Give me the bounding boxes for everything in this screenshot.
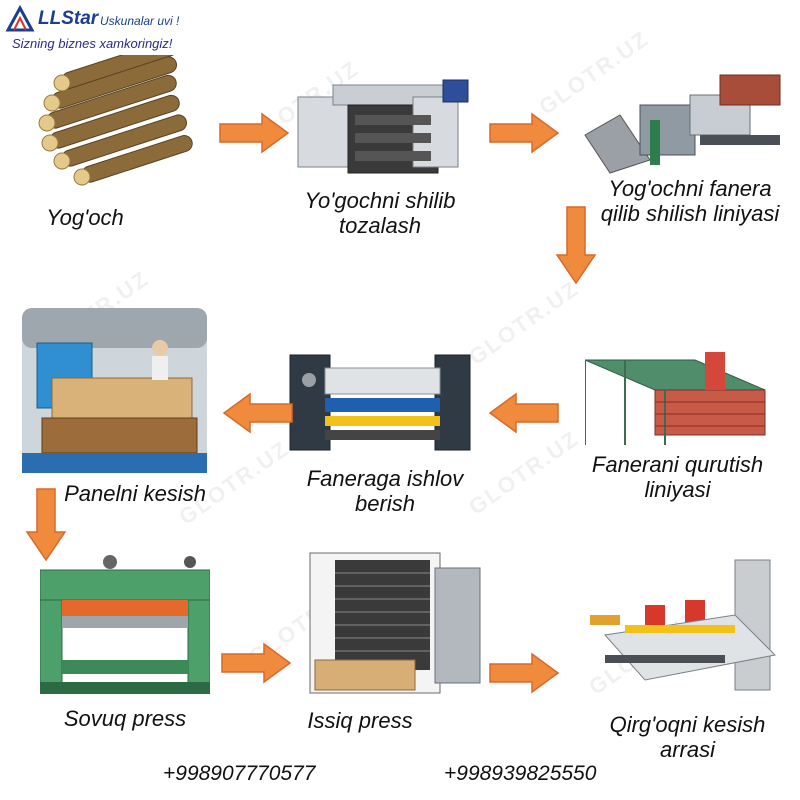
arrow-down-icon: [25, 488, 67, 562]
edge-trimming-saw-image: [590, 559, 777, 691]
step-label: Panelni kesish: [64, 481, 206, 506]
phone-number: +998907770577: [163, 762, 316, 785]
panel-cutting-photo-image: [22, 308, 207, 473]
logo: LLStar Uskunalar uvi ! Sizning biznes xa…: [4, 4, 194, 54]
arrow-left-icon: [488, 392, 559, 434]
watermark: GLOTR.UZ: [464, 425, 584, 520]
phone-number: +998939825550: [444, 762, 597, 785]
arrow-left-icon: [222, 392, 293, 434]
step-label: Yo'gochni shilib tozalash: [304, 188, 456, 239]
step-label: Qirg'oqni kesish arrasi: [609, 712, 766, 763]
step-label: Sovuq press: [63, 706, 187, 731]
logo-subtitle: Uskunalar uvi !: [100, 14, 180, 28]
arrow-down-icon: [555, 206, 597, 285]
arrow-right-icon: [219, 112, 290, 154]
debarker-machine-image: [297, 79, 469, 174]
cold-press-machine-image: [40, 555, 210, 694]
drying-line-image: [585, 352, 766, 445]
logo-brand: LLStar: [38, 8, 99, 29]
watermark: GLOTR.UZ: [464, 275, 584, 370]
peeling-line-image: [584, 74, 781, 174]
logo-mark-icon: [5, 4, 35, 32]
hot-press-machine-image: [309, 552, 481, 694]
logo-tagline: Sizning biznes xamkoringiz!: [12, 36, 173, 51]
step-label: Fanerani qurutish liniyasi: [591, 452, 764, 503]
arrow-right-icon: [221, 642, 292, 684]
step-label: Issiq press: [307, 708, 413, 733]
arrow-right-icon: [489, 652, 560, 694]
veneer-processing-machine-image: [289, 354, 471, 451]
arrow-right-icon: [489, 112, 560, 154]
step-label: Yog'ochni fanera qilib shilish liniyasi: [600, 176, 780, 227]
step-label: Yog'och: [46, 205, 124, 230]
step-label: Faneraga ishlov berish: [306, 466, 464, 517]
logs-image: [38, 55, 193, 186]
